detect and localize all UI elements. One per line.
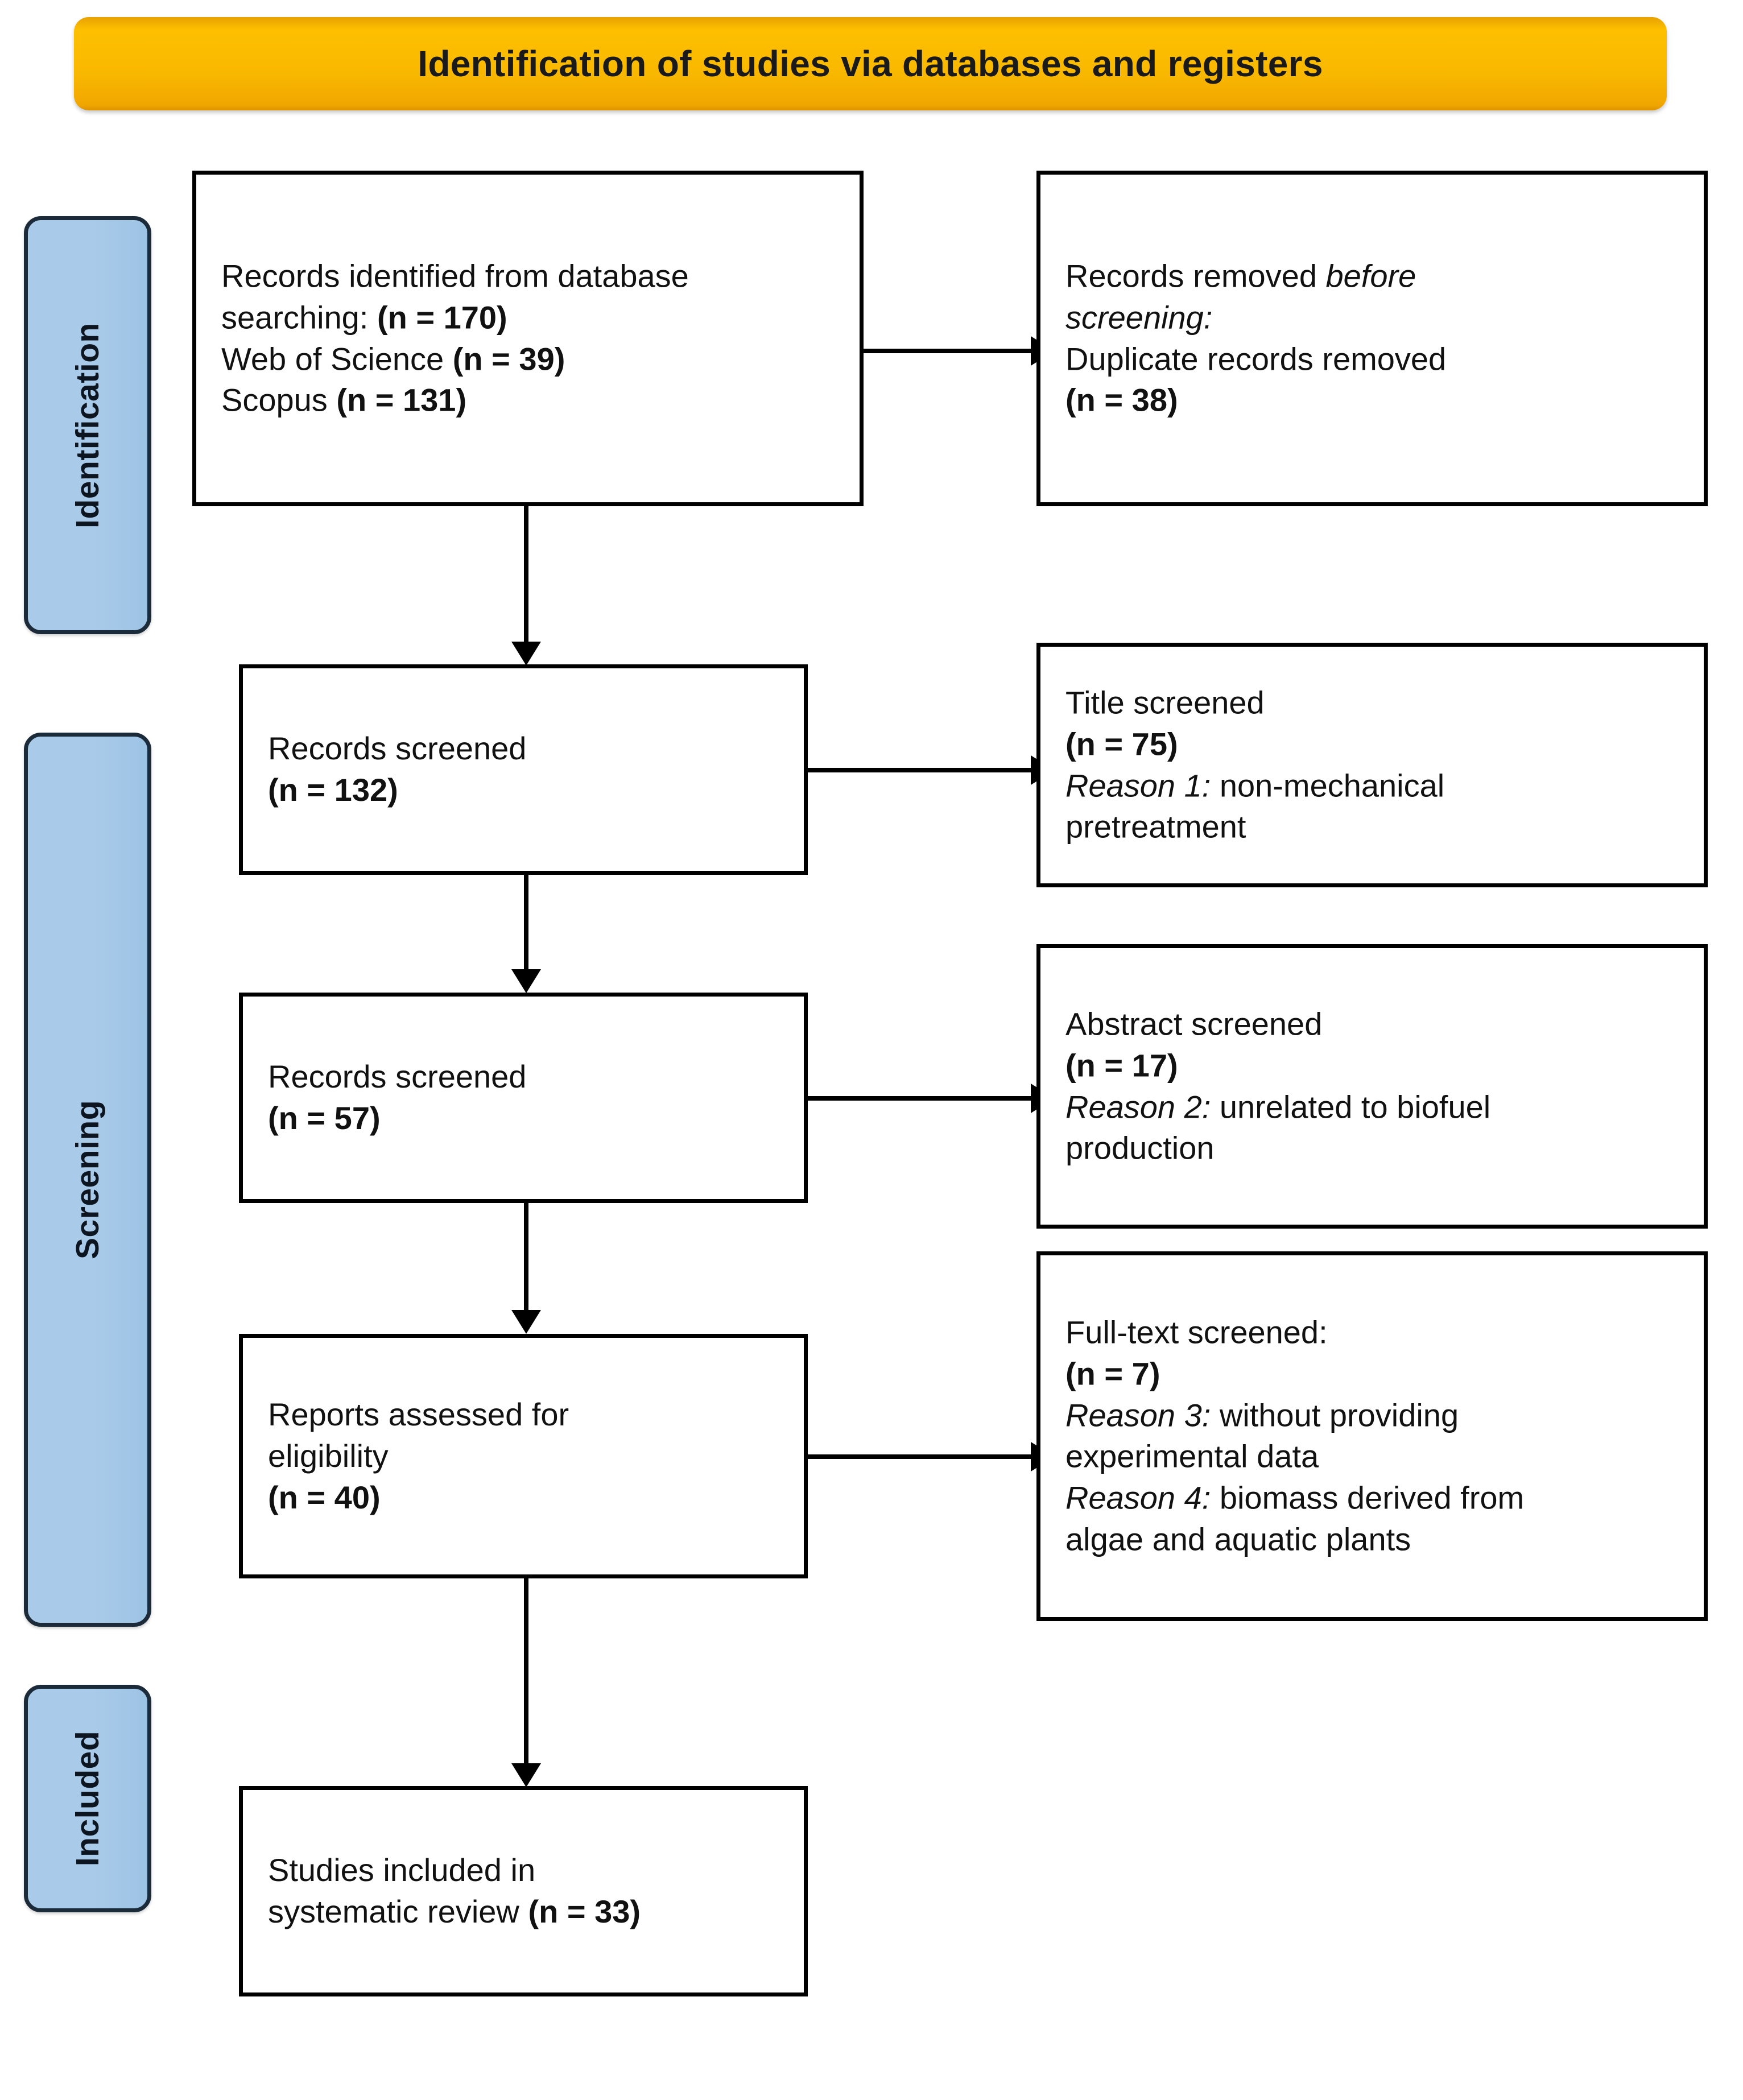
title-screened-box: Title screened (n = 75) Reason 1: non-me… <box>1036 643 1708 887</box>
records-identified-line-1: Records identified from database <box>221 258 689 294</box>
arrowhead-screened57-to-eligibility <box>511 1310 541 1334</box>
diagram-header-banner: Identification of studies via databases … <box>74 17 1667 110</box>
reports-assessed-box: Reports assessed for eligibility (n = 40… <box>239 1334 808 1578</box>
arrowhead-eligibility-to-included <box>511 1763 541 1787</box>
stage-tab-included-label: Included <box>69 1730 106 1867</box>
records-identified-scopus-label: Scopus <box>221 382 337 418</box>
full-text-screened-box: Full-text screened: (n = 7) Reason 3: wi… <box>1036 1251 1708 1621</box>
records-screened-132-line-1: Records screened <box>268 730 527 767</box>
connector-screened132-to-screened57 <box>524 875 528 976</box>
records-identified-box: Records identified from database searchi… <box>192 171 864 506</box>
full-text-reason4-line-2: algae and aquatic plants <box>1065 1521 1411 1557</box>
connector-eligibility-to-fulltext <box>808 1454 1034 1459</box>
connector-screened57-to-abstract <box>808 1096 1034 1101</box>
records-screened-57-line-1: Records screened <box>268 1059 527 1095</box>
records-removed-line-3: Duplicate records removed <box>1065 341 1447 377</box>
connector-identified-to-removed <box>864 349 1034 353</box>
records-removed-box: Records removed before screening: Duplic… <box>1036 171 1708 506</box>
records-identified-wos-count: (n = 39) <box>452 341 565 377</box>
studies-included-box: Studies included in systematic review (n… <box>239 1786 808 1996</box>
connector-screened132-to-title <box>808 768 1034 772</box>
studies-included-line-1: Studies included in <box>268 1852 536 1888</box>
full-text-screened-line-1: Full-text screened: <box>1065 1314 1328 1350</box>
abstract-screened-reason-label: Reason 2: <box>1065 1089 1211 1125</box>
reports-assessed-count: (n = 40) <box>268 1479 381 1515</box>
stage-tab-identification: Identification <box>24 216 151 634</box>
connector-eligibility-to-included <box>524 1578 528 1772</box>
stage-tab-identification-label: Identification <box>69 322 106 528</box>
records-removed-screening-italic: screening: <box>1065 299 1213 336</box>
reports-assessed-line-1: Reports assessed for <box>268 1396 569 1432</box>
records-screened-57-box: Records screened (n = 57) <box>239 993 808 1203</box>
arrowhead-identified-to-screened132 <box>511 642 541 665</box>
title-screened-line-1: Title screened <box>1065 684 1265 721</box>
full-text-reason3-label: Reason 3: <box>1065 1397 1211 1433</box>
records-identified-scopus-count: (n = 131) <box>336 382 467 418</box>
records-identified-count: (n = 170) <box>377 299 507 336</box>
connector-identified-to-screened132 <box>524 506 528 648</box>
records-screened-132-box: Records screened (n = 132) <box>239 664 808 875</box>
records-identified-wos-label: Web of Science <box>221 341 453 377</box>
abstract-screened-count: (n = 17) <box>1065 1047 1178 1084</box>
records-screened-132-count: (n = 132) <box>268 772 398 808</box>
stage-tab-screening: Screening <box>24 733 151 1627</box>
records-removed-count: (n = 38) <box>1065 382 1178 418</box>
abstract-screened-box: Abstract screened (n = 17) Reason 2: unr… <box>1036 944 1708 1229</box>
abstract-screened-line-4: production <box>1065 1130 1215 1166</box>
studies-included-count: (n = 33) <box>528 1894 641 1929</box>
title-screened-reason-label: Reason 1: <box>1065 767 1211 803</box>
abstract-screened-line-1: Abstract screened <box>1065 1006 1323 1042</box>
records-screened-57-count: (n = 57) <box>268 1100 381 1136</box>
title-screened-reason-text: non-mechanical <box>1211 767 1445 803</box>
stage-tab-included: Included <box>24 1685 151 1912</box>
title-screened-count: (n = 75) <box>1065 726 1178 762</box>
full-text-screened-count: (n = 7) <box>1065 1355 1160 1392</box>
full-text-reason3-line-2: experimental data <box>1065 1438 1319 1474</box>
records-removed-line-1-text: Records removed <box>1065 258 1326 294</box>
title-screened-line-4: pretreatment <box>1065 808 1246 845</box>
full-text-reason3-text: without providing <box>1211 1397 1459 1433</box>
full-text-reason4-text: biomass derived from <box>1211 1479 1525 1516</box>
full-text-reason4-label: Reason 4: <box>1065 1479 1211 1516</box>
records-identified-line-2-text: searching: <box>221 299 377 336</box>
reports-assessed-line-2: eligibility <box>268 1437 389 1474</box>
stage-tab-screening-label: Screening <box>69 1099 106 1260</box>
banner-title: Identification of studies via databases … <box>418 43 1323 84</box>
studies-included-line-2-text: systematic review <box>268 1894 528 1929</box>
records-removed-before-italic: before <box>1325 258 1416 294</box>
arrowhead-screened132-to-screened57 <box>511 969 541 993</box>
abstract-screened-reason-text: unrelated to biofuel <box>1211 1089 1491 1125</box>
connector-screened57-to-eligibility <box>524 1203 528 1317</box>
